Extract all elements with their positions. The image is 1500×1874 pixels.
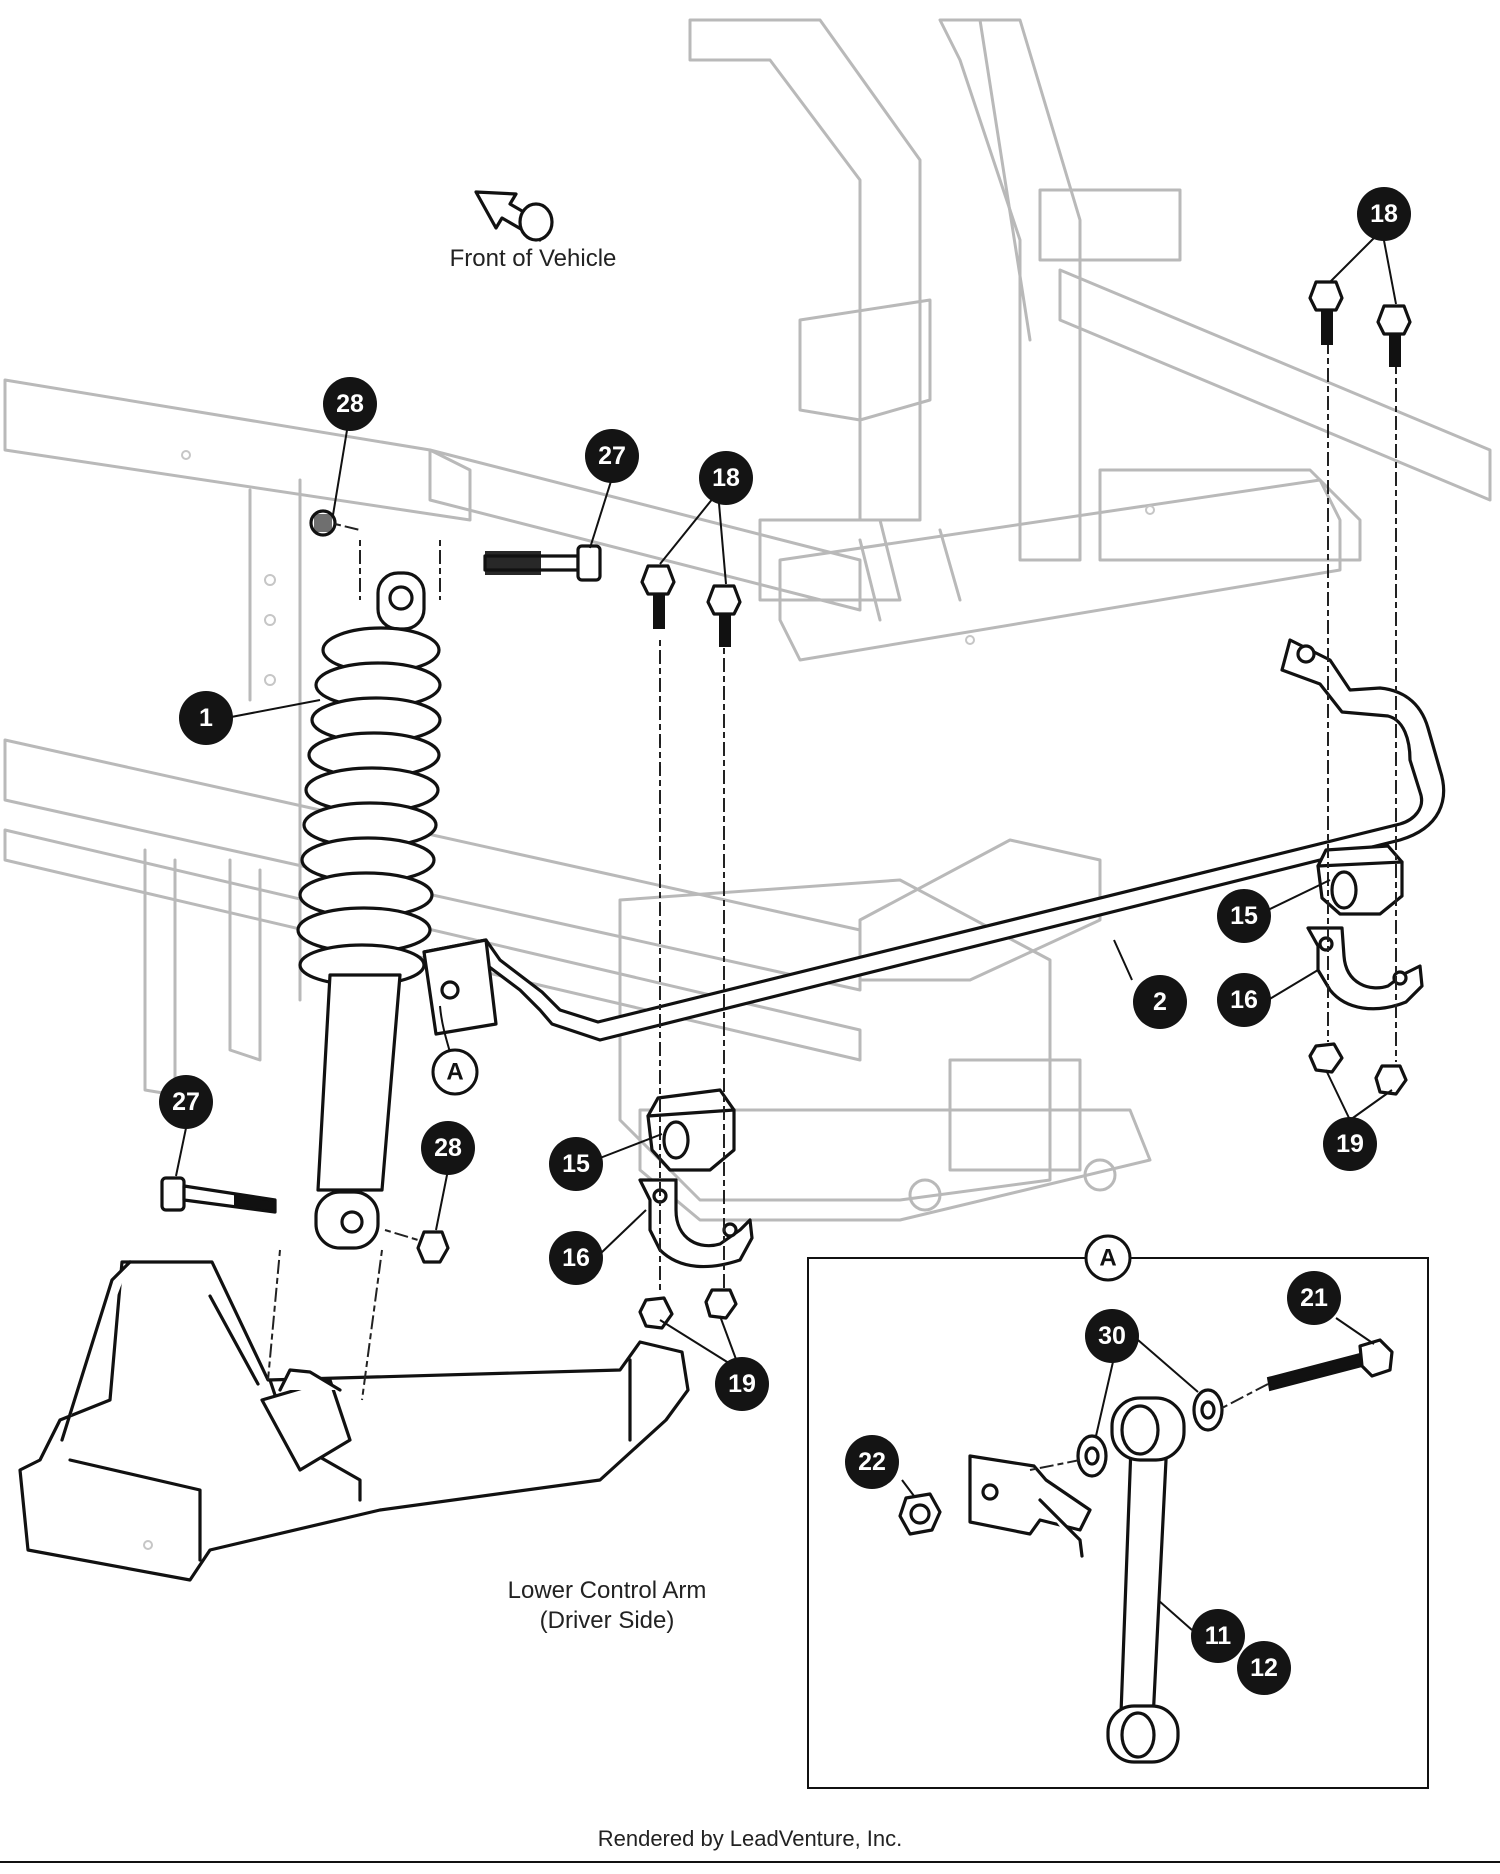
detail-a-view: [807, 1257, 1429, 1789]
svg-text:18: 18: [1370, 200, 1398, 228]
svg-text:19: 19: [728, 1370, 756, 1398]
footer-credit: Rendered by LeadVenture, Inc.: [598, 1826, 903, 1851]
right-bracket-bolts: [1308, 280, 1412, 367]
vehicle-frame: [3, 18, 1492, 1222]
callout-27-upper: 27: [585, 429, 639, 483]
svg-text:30: 30: [1098, 1322, 1126, 1350]
svg-text:1: 1: [199, 704, 213, 732]
svg-text:2: 2: [1153, 988, 1167, 1016]
lower-control-arm: Lower Control Arm (Driver Side): [18, 1249, 707, 1634]
svg-text:21: 21: [1300, 1284, 1328, 1312]
upper-mount-hardware: [309, 509, 602, 600]
callout-11: 11: [1191, 1609, 1245, 1663]
coil-spring-shock-assembly: [296, 571, 442, 1250]
left-bracket-bolts: [640, 564, 742, 647]
stabilizer-bar: [422, 638, 1446, 1071]
lower-control-arm-sublabel: (Driver Side): [540, 1607, 675, 1634]
arrow-tail: [518, 202, 554, 242]
callout-21: 21: [1287, 1271, 1341, 1325]
callout-15-right: 15: [1217, 889, 1271, 943]
callout-12: 12: [1237, 1641, 1291, 1695]
svg-text:11: 11: [1205, 1622, 1232, 1650]
right-bushing-assembly: [1306, 330, 1424, 1096]
callout-2: 2: [1133, 975, 1187, 1029]
callout-16-right: 16: [1217, 973, 1271, 1027]
left-bushing-assembly: [638, 620, 754, 1330]
svg-text:15: 15: [1230, 902, 1258, 930]
lower-control-arm-label: Lower Control Arm: [508, 1577, 707, 1604]
detail-ref-text: A: [446, 1059, 463, 1086]
callout-18-right: 18: [1357, 187, 1411, 241]
svg-text:15: 15: [562, 1150, 590, 1178]
svg-text:22: 22: [858, 1448, 886, 1476]
callout-30: 30: [1085, 1309, 1139, 1363]
callout-18-left: 18: [699, 451, 753, 505]
svg-text:19: 19: [1336, 1130, 1364, 1158]
svg-text:27: 27: [598, 442, 626, 470]
lower-mount-hardware: [160, 1176, 450, 1264]
detail-ref-marker-main: A: [431, 1048, 479, 1096]
callout-19-right: 19: [1323, 1117, 1377, 1171]
callout-22: 22: [845, 1435, 899, 1489]
svg-text:12: 12: [1250, 1654, 1278, 1682]
svg-text:18: 18: [712, 464, 740, 492]
callout-28-lower: 28: [421, 1121, 475, 1175]
svg-text:27: 27: [172, 1088, 200, 1116]
svg-text:28: 28: [336, 390, 364, 418]
callout-27-lower: 27: [159, 1075, 213, 1129]
front-of-vehicle-indicator: Front of Vehicle: [450, 190, 617, 272]
callout-28-upper: 28: [323, 377, 377, 431]
callout-19-left: 19: [715, 1357, 769, 1411]
detail-ref-text: A: [1099, 1245, 1116, 1272]
detail-ref-marker-box: A: [1084, 1234, 1132, 1282]
front-of-vehicle-label: Front of Vehicle: [450, 245, 617, 272]
callout-16-left: 16: [549, 1231, 603, 1285]
callout-1: 1: [179, 691, 233, 745]
leader-lines: [175, 229, 1397, 1631]
svg-text:28: 28: [434, 1134, 462, 1162]
svg-text:16: 16: [562, 1244, 590, 1272]
svg-text:16: 16: [1230, 986, 1258, 1014]
callout-15-left: 15: [549, 1137, 603, 1191]
